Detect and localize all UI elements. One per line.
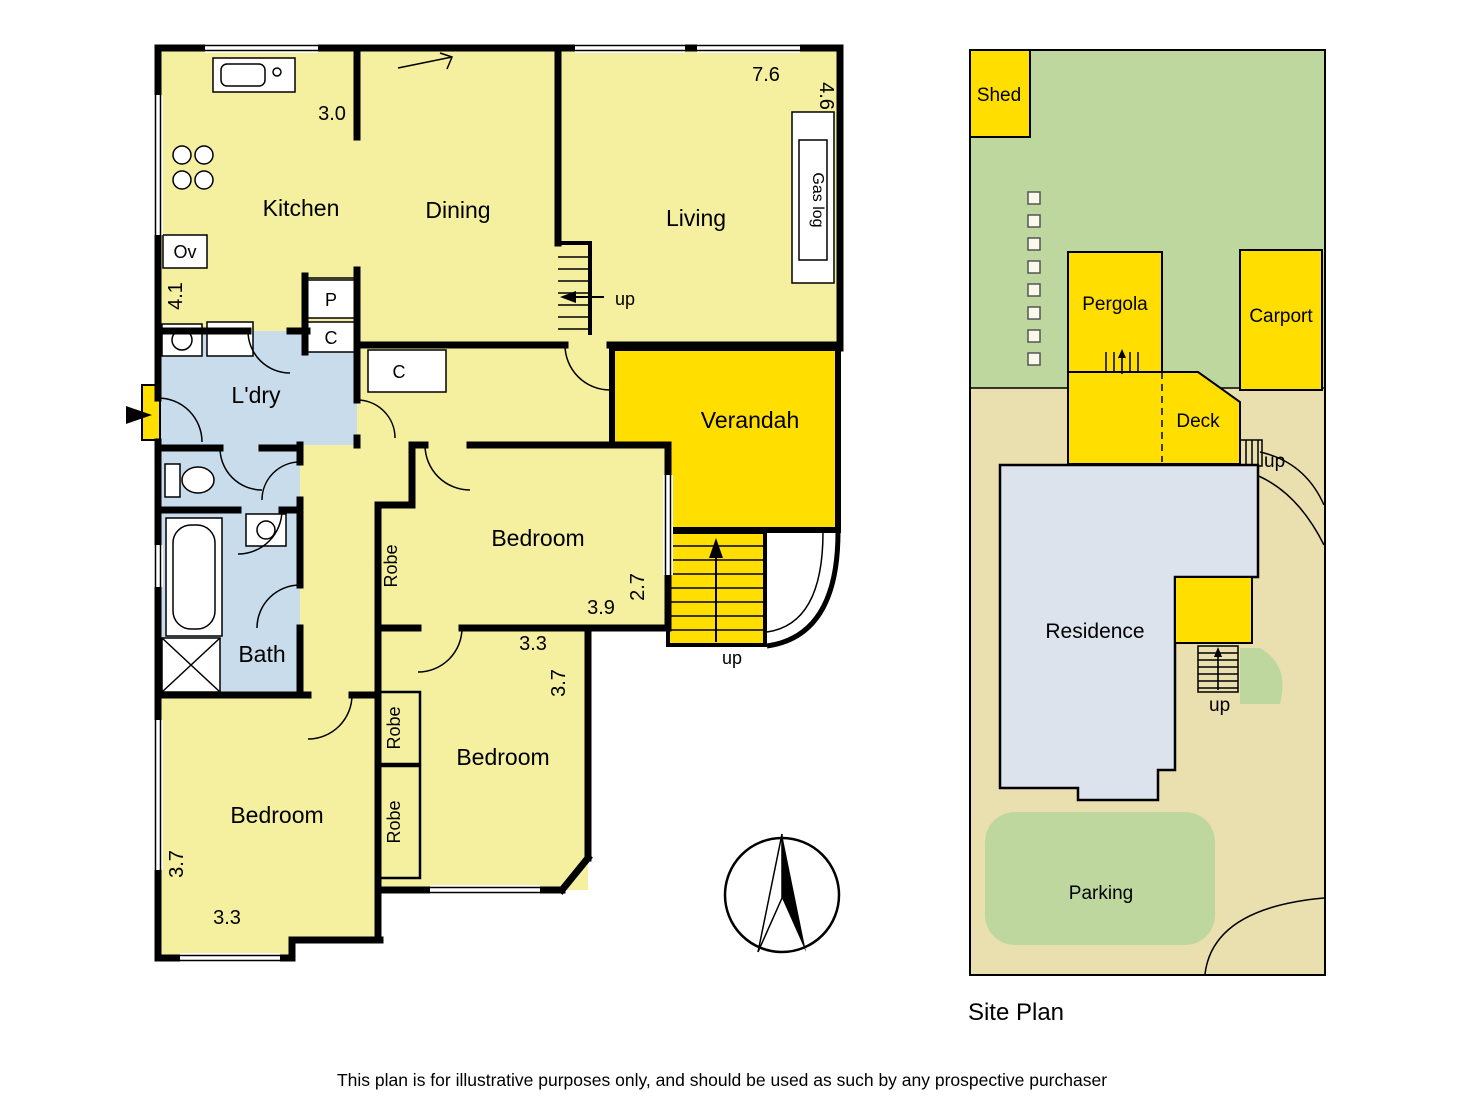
stairs-up-label: up [1209, 695, 1230, 716]
curved-garden-wall-outer [766, 531, 841, 649]
dim-bedroom-2-width: 3.3 [519, 633, 547, 655]
site-plan: Shed Pergola Carport Deck up Residence u… [968, 49, 1326, 1026]
shower [161, 637, 221, 693]
steps-up-arrowhead [709, 538, 723, 558]
bedroom-3-area [158, 695, 378, 958]
laundry-trough [161, 321, 254, 357]
garden-patch-stairs [1240, 648, 1283, 704]
dim-kitchen-depth: 4.1 [165, 282, 187, 310]
living-label: Living [666, 205, 726, 231]
dining-label: Dining [425, 197, 490, 223]
carport-area [1239, 249, 1323, 391]
internal-up-label: up [615, 289, 635, 309]
dim-bedroom-3-depth: 3.7 [166, 850, 188, 878]
robe-1-label: Robe [381, 544, 401, 587]
windows [153, 43, 800, 963]
residence-area [998, 463, 1260, 802]
cupboard-2-label: C [393, 362, 406, 382]
carport-label: Carport [1249, 306, 1313, 327]
shed-label: Shed [977, 85, 1021, 106]
door-arcs [157, 330, 611, 740]
verandah-label: Verandah [701, 407, 799, 433]
bath-label: Bath [238, 641, 285, 667]
residence-steps [1197, 645, 1239, 693]
vent-symbol [397, 52, 454, 70]
disclaimer-text: This plan is for illustrative purposes o… [337, 1070, 1107, 1090]
entry-arrow [126, 406, 152, 424]
curved-garden-wall-inner [766, 531, 824, 633]
residence-label: Residence [1045, 620, 1144, 643]
dim-kitchen-width: 3.0 [318, 103, 346, 125]
floor-plan: Kitchen Dining Living L'dry Bath Veranda… [126, 43, 844, 963]
pergola-area [1067, 251, 1163, 373]
gas-log-label: Gas log [809, 172, 826, 227]
cupboard-1-label: C [325, 328, 338, 348]
verandah-up-label: up [722, 648, 742, 668]
bedroom-1-area [412, 445, 668, 628]
kitchen-sink [212, 57, 296, 93]
dim-bedroom-1-depth: 2.7 [627, 573, 649, 601]
oven-box [162, 234, 208, 269]
bedroom-3-label: Bedroom [230, 802, 323, 828]
bedroom-2-area [378, 628, 588, 890]
kitchen-dining-living-area [158, 48, 840, 348]
path-curve-bottom [1204, 897, 1325, 975]
stepping-stones [1027, 191, 1041, 366]
pergola-steps [1105, 349, 1139, 374]
site-plan-title: Site Plan [968, 999, 1064, 1026]
cooktop [172, 145, 214, 190]
residence-porch [1174, 576, 1253, 644]
pantry-cupboard-boxes [306, 279, 447, 393]
bedroom-2-label: Bedroom [456, 744, 549, 770]
bedroom-1-label: Bedroom [491, 525, 584, 551]
bathtub [165, 517, 223, 637]
pergola-label: Pergola [1082, 294, 1148, 315]
toilet [164, 463, 215, 498]
dim-living-width: 7.6 [752, 64, 780, 86]
gas-log-fireplace [791, 111, 835, 284]
parking-area [985, 812, 1215, 945]
pergola-projection-dashes [1067, 372, 1163, 462]
dim-bedroom-2-depth: 3.7 [548, 669, 570, 697]
parking-label: Parking [1069, 883, 1133, 904]
oven-label: Ov [173, 242, 196, 262]
robe-1-area [378, 505, 412, 628]
north-arrow [723, 833, 841, 954]
kitchen-label: Kitchen [263, 195, 340, 221]
vanity [245, 513, 287, 547]
deck-up-label: up [1264, 451, 1285, 472]
robe-2-label: Robe [384, 706, 404, 749]
dim-bedroom-3-width: 3.3 [213, 907, 241, 929]
path-curve-right-1 [1259, 451, 1325, 506]
laundry-label: L'dry [231, 382, 281, 408]
deck-label: Deck [1176, 411, 1220, 432]
internal-stairs [556, 241, 604, 335]
pantry-label: P [325, 290, 337, 310]
dim-bedroom-1-width: 3.9 [587, 597, 615, 619]
dim-living-depth: 4.6 [815, 82, 837, 110]
shed-area [969, 49, 1031, 138]
robe-3-label: Robe [384, 800, 404, 843]
